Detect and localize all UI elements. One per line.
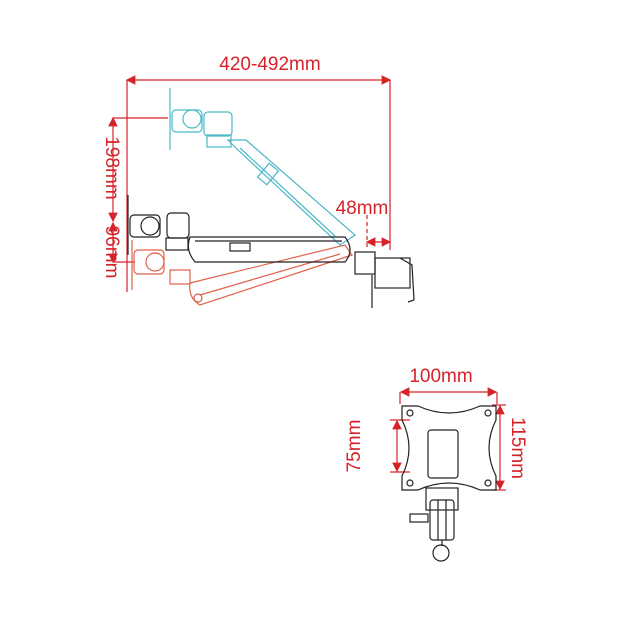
vesa-dimension-inner-height: 75mm xyxy=(344,419,410,473)
level-arm-drawing xyxy=(127,195,415,308)
lowered-arm-drawing xyxy=(131,240,353,306)
vesa-dimension-width: 100mm xyxy=(399,366,498,404)
vesa-outer-height-label: 115mm xyxy=(507,417,528,479)
raised-arm-drawing xyxy=(169,88,356,246)
vesa-width-label: 100mm xyxy=(409,366,472,387)
height-down-dimension: 96mm xyxy=(101,221,135,279)
reach-dimension: 420-492mm xyxy=(125,54,392,292)
height-down-label: 96mm xyxy=(101,226,122,279)
vesa-dimension-outer-height: 115mm xyxy=(492,404,528,491)
height-up-label: 198mm xyxy=(101,136,122,199)
offset-label: 48mm xyxy=(336,198,389,219)
vesa-inner-height-label: 75mm xyxy=(344,420,365,473)
reach-label: 420-492mm xyxy=(219,54,320,75)
vesa-plate-drawing xyxy=(401,405,497,562)
offset-dimension: 48mm xyxy=(336,198,392,250)
height-up-dimension: 198mm xyxy=(101,116,168,223)
